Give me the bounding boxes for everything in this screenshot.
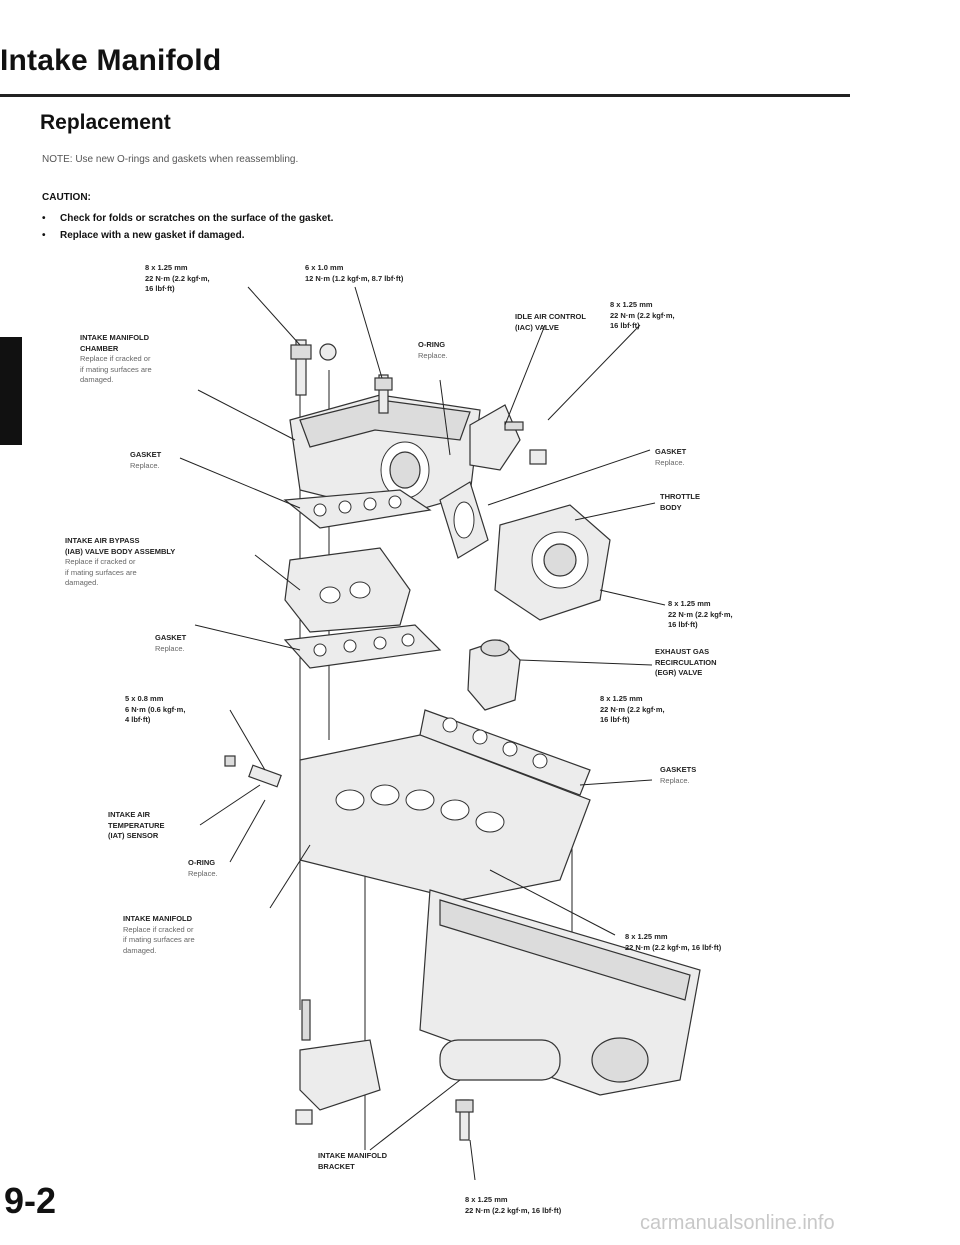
iab-valve-body-shape xyxy=(284,547,411,633)
label-bolt-top-right: 8 x 1.25 mm 22 N·m (2.2 kgf·m, 16 lbf·ft… xyxy=(610,300,675,330)
label-bolt-top-mid: 6 x 1.0 mm 12 N·m (1.2 kgf·m, 8.7 lbf·ft… xyxy=(305,263,404,283)
intake-manifold-chamber-shape xyxy=(289,394,481,516)
label-o-ring-bottom: O-RING Replace. xyxy=(188,858,218,878)
manifold-gaskets-shape xyxy=(419,709,591,796)
label-gasket-throttle: GASKET Replace. xyxy=(655,447,687,467)
label-egr-valve: EXHAUST GAS RECIRCULATION (EGR) VALVE xyxy=(655,647,717,677)
label-gaskets: GASKETS Replace. xyxy=(660,765,697,785)
label-bolt-iat: 5 x 0.8 mm 6 N·m (0.6 kgf·m, 4 lbf·ft) xyxy=(125,694,186,724)
iac-valve-shape xyxy=(469,404,547,471)
bullet-icon: • xyxy=(42,213,46,224)
label-bolt-egr: 8 x 1.25 mm 22 N·m (2.2 kgf·m, 16 lbf·ft… xyxy=(600,694,665,724)
section-heading: Replacement xyxy=(40,111,171,134)
label-iat-sensor: INTAKE AIR TEMPERATURE (IAT) SENSOR xyxy=(108,810,165,840)
bullet-icon: • xyxy=(42,230,46,241)
label-bolt-bottom: 8 x 1.25 mm 22 N·m (2.2 kgf·m, 16 lbf·ft… xyxy=(465,1195,562,1215)
iat-sensor-shape xyxy=(224,755,282,788)
watermark: carmanualsonline.info xyxy=(640,1212,835,1234)
label-bolt-throttle: 8 x 1.25 mm 22 N·m (2.2 kgf·m, 16 lbf·ft… xyxy=(668,599,733,629)
egr-valve-shape xyxy=(467,639,521,711)
bottom-bolt-shape xyxy=(455,1099,474,1141)
bracket-shape xyxy=(295,999,381,1125)
section-tab-marker xyxy=(0,337,22,445)
gasket-lower-shape xyxy=(283,624,442,669)
caution-item: • Check for folds or scratches on the sur… xyxy=(42,213,333,224)
chamber-bolts xyxy=(290,339,393,414)
label-bolt-manifold: 8 x 1.25 mm 22 N·m (2.2 kgf·m, 16 lbf·ft… xyxy=(625,932,722,952)
label-gasket-upper: GASKET Replace. xyxy=(130,450,162,470)
page-title: Intake Manifold xyxy=(0,44,222,77)
label-intake-manifold-bracket: INTAKE MANIFOLD BRACKET xyxy=(318,1151,388,1171)
label-iab-valve-body: INTAKE AIR BYPASS (IAB) VALVE BODY ASSEM… xyxy=(65,536,176,587)
caution-item: • Replace with a new gasket if damaged. xyxy=(42,230,245,241)
engine-block-shape xyxy=(419,889,701,1096)
caution-item-text: Replace with a new gasket if damaged. xyxy=(60,230,245,241)
throttle-gasket-shape xyxy=(439,481,489,559)
throttle-body-shape xyxy=(494,504,611,621)
note-text: NOTE: Use new O-rings and gaskets when r… xyxy=(42,154,299,165)
label-throttle-body: THROTTLE BODY xyxy=(660,492,700,512)
gasket-upper-shape xyxy=(283,489,432,529)
label-intake-manifold-chamber: INTAKE MANIFOLD CHAMBER Replace if crack… xyxy=(80,333,152,384)
label-bolt-top-left: 8 x 1.25 mm 22 N·m (2.2 kgf·m, 16 lbf·ft… xyxy=(145,263,210,293)
label-iac-valve: IDLE AIR CONTROL (IAC) VALVE xyxy=(515,312,586,332)
label-intake-manifold: INTAKE MANIFOLD Replace if cracked or if… xyxy=(123,914,195,955)
title-rule xyxy=(0,94,850,97)
caution-heading: CAUTION: xyxy=(42,192,91,203)
label-o-ring-top: O-RING Replace. xyxy=(418,340,448,360)
caution-item-text: Check for folds or scratches on the surf… xyxy=(60,213,334,224)
label-gasket-lower: GASKET Replace. xyxy=(155,633,187,653)
page-number: 9-2 xyxy=(4,1180,57,1221)
intake-manifold-shape xyxy=(299,734,591,901)
